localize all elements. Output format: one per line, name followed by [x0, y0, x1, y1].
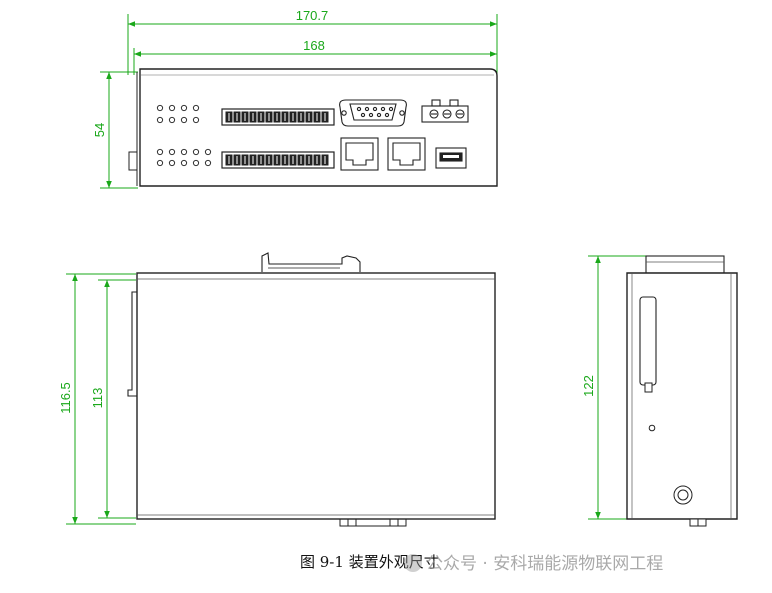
rail-clip-front	[128, 151, 138, 171]
side-housing	[136, 272, 496, 520]
terminal-block-top	[221, 108, 335, 126]
watermark: 公众号 · 安科瑞能源物联网工程	[404, 549, 663, 574]
dim-text-front-height: 54	[92, 123, 107, 137]
ground-screw-icon	[673, 485, 693, 505]
db9-serial-port	[339, 99, 407, 127]
led-group-top	[156, 104, 200, 124]
end-slot	[639, 296, 657, 386]
figure-caption: 图 9-1 装置外观尺寸	[300, 553, 439, 571]
side-view: 116.5 113	[58, 252, 496, 527]
rj45-port-1	[340, 137, 379, 171]
end-bottom-tabs	[689, 518, 707, 527]
dim-text-side-height-body: 113	[90, 388, 105, 409]
watermark-text: 公众号 · 安科瑞能源物联网工程	[426, 554, 664, 574]
side-rail-tab	[127, 291, 137, 397]
end-small-hole	[648, 424, 656, 432]
led-group-bottom	[156, 148, 212, 167]
terminal-block-bottom	[221, 151, 335, 169]
rj45-port-2	[387, 137, 426, 171]
side-bottom-connector	[339, 518, 407, 527]
wechat-icon	[404, 554, 422, 572]
end-rail-cap	[645, 255, 725, 274]
power-connector	[421, 99, 469, 123]
dim-text-depth: 122	[581, 375, 596, 397]
end-view: 122	[581, 255, 738, 527]
usb-port	[435, 147, 467, 169]
din-clip-top	[261, 252, 361, 272]
dim-text-body-width: 168	[303, 38, 325, 53]
front-view: 170.7 168 54	[92, 8, 498, 189]
dim-text-overall-width: 170.7	[296, 8, 329, 23]
dim-text-side-height-total: 116.5	[58, 382, 73, 414]
